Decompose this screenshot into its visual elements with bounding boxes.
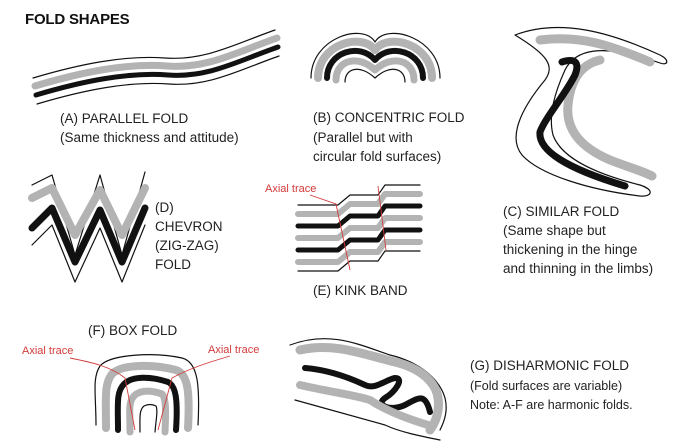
concentric-fold-description-line-2: circular fold surfaces) bbox=[313, 149, 441, 164]
concentric-fold-description-line-1: (Parallel but with bbox=[313, 130, 413, 145]
similar-fold-description-line-3: and thinning in the limbs) bbox=[503, 261, 653, 276]
chevron-fold-label-line-4: FOLD bbox=[155, 257, 191, 272]
similar-fold-label: (C) SIMILAR FOLD bbox=[503, 204, 620, 219]
similar-fold-description-line-1: (Same shape but bbox=[503, 223, 606, 238]
disharmonic-fold-label: (G) DISHARMONIC FOLD bbox=[470, 358, 629, 373]
box-fold-label: (F) BOX FOLD bbox=[88, 323, 178, 338]
kink-band-figure bbox=[295, 184, 423, 272]
concentric-fold-label: (B) CONCENTRIC FOLD bbox=[313, 110, 465, 125]
chevron-fold-label-line-2: CHEVRON bbox=[155, 219, 223, 234]
concentric-fold-figure bbox=[310, 32, 441, 84]
chevron-fold-figure bbox=[28, 171, 149, 283]
diagram-title: FOLD SHAPES bbox=[25, 11, 130, 28]
parallel-fold-description: (Same thickness and attitude) bbox=[60, 130, 239, 145]
disharmonic-fold-description: (Fold surfaces are variable) bbox=[470, 379, 622, 393]
box-fold-axial-trace-left-label: Axial trace bbox=[22, 345, 73, 357]
box-fold-figure bbox=[69, 354, 231, 436]
harmonic-folds-note: Note: A-F are harmonic folds. bbox=[470, 398, 633, 412]
parallel-fold-label: (A) PARALLEL FOLD bbox=[60, 111, 189, 126]
chevron-fold-label-line-1: (D) bbox=[155, 200, 174, 215]
kink-band-label: (E) KINK BAND bbox=[313, 283, 408, 298]
disharmonic-fold-figure bbox=[289, 338, 447, 441]
similar-fold-description-line-2: thickening in the hinge bbox=[503, 242, 637, 257]
box-fold-axial-trace-right-label: Axial trace bbox=[208, 344, 259, 356]
kink-band-axial-trace-label: Axial trace bbox=[265, 183, 316, 195]
chevron-fold-label-line-3: (ZIG-ZAG) bbox=[155, 238, 219, 253]
parallel-fold-figure bbox=[31, 29, 281, 105]
similar-fold-figure bbox=[514, 26, 668, 197]
